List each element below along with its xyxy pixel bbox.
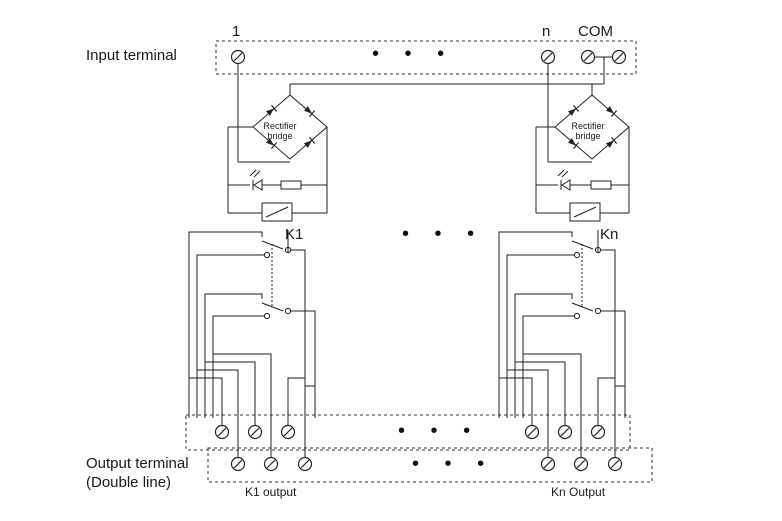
channel-ellipsis: • • • (402, 223, 485, 245)
output-terminal-sublabel: (Double line) (86, 474, 172, 491)
input-1-label: 1 (232, 23, 241, 40)
rectifier-label-1: Rectifier bridge (258, 121, 302, 141)
output-ellipsis-upper: • • • (398, 420, 481, 442)
input-terminal-com-a (580, 49, 596, 65)
rectifier-bridge-1 (252, 94, 328, 160)
input-terminal-box (215, 40, 637, 75)
input-terminal-n (540, 49, 556, 65)
rectifier-label-1-line2: bridge (267, 131, 293, 141)
rectifier-label-n-line2: bridge (575, 131, 601, 141)
rectifier-label-n-line1: Rectifier (571, 121, 605, 131)
channel-1 (188, 64, 328, 472)
input-terminal-label: Input terminal (86, 47, 177, 64)
input-n-label: n (542, 23, 551, 40)
output-terminal-label: Output terminal (86, 455, 189, 472)
channel-n (498, 64, 630, 472)
input-ellipsis: • • • (372, 43, 455, 65)
kn-output-label: Kn Output (551, 485, 606, 499)
relay-kn-label: Kn (600, 226, 619, 243)
output-terminal-box-lower (207, 447, 653, 483)
input-terminal-com-b (611, 49, 627, 65)
rectifier-label-n: Rectifier bridge (566, 121, 610, 141)
k1-output-label: K1 output (245, 485, 297, 499)
rectifier-label-1-line1: Rectifier (263, 121, 297, 131)
rectifier-bridge-n (554, 94, 630, 160)
input-terminal-1 (230, 49, 246, 65)
input-com-label: COM (578, 23, 613, 40)
relay-k1-label: K1 (285, 226, 304, 243)
output-ellipsis-lower: • • • (412, 453, 495, 475)
output-terminal-box-upper (185, 414, 631, 451)
